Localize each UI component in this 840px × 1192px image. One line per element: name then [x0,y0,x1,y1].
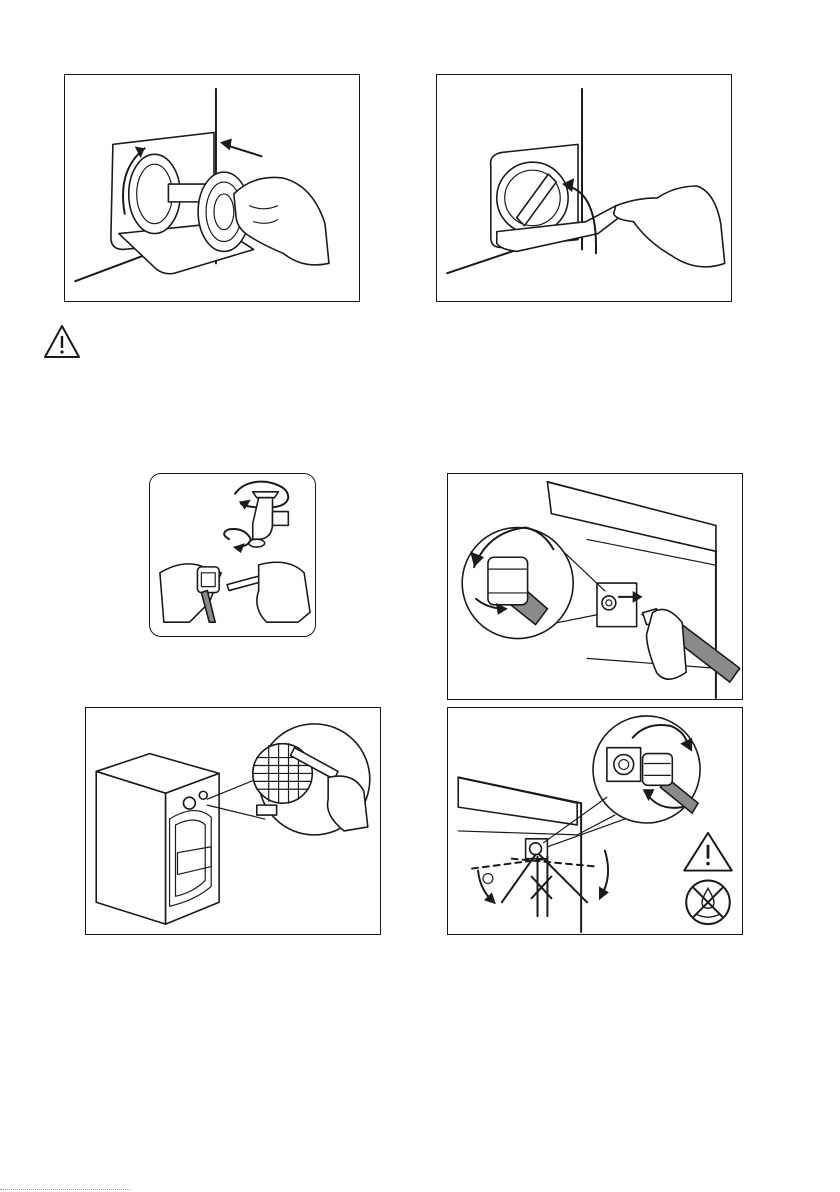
pump-flap-illustration [437,75,731,301]
pump-filter-illustration [65,75,359,301]
inlet-hose-refit-illustration [448,708,742,934]
figure-pump-filter-reinsert [64,74,360,302]
figure-pump-flap-close [436,74,732,302]
footer-rule [0,1189,130,1190]
figure-inlet-hose-refit [447,707,743,935]
figure-tap-hose-filter-clean [149,473,316,637]
warning-triangle-icon [684,833,732,871]
figure-rear-inlet-filter-brush [85,707,381,935]
figure-inlet-hose-unscrew [447,473,743,700]
inlet-hose-unscrew-illustration [448,474,742,699]
no-leak-icon [686,880,730,924]
rear-filter-illustration [86,708,380,934]
warning-triangle-icon [42,323,82,361]
tap-filter-illustration [150,474,315,636]
